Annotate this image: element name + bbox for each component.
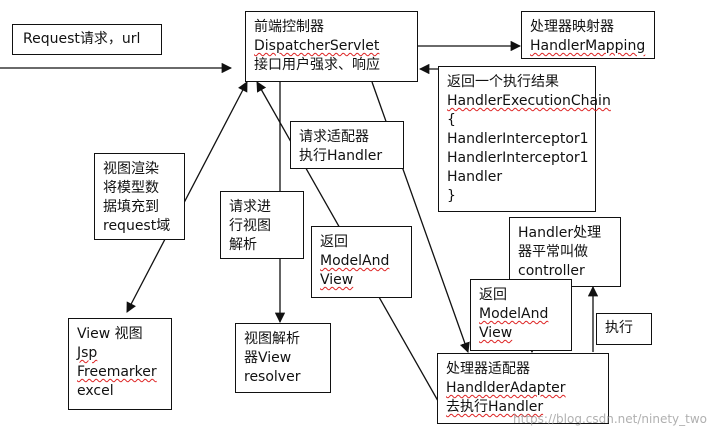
resolver-line1: 视图解析 bbox=[244, 331, 300, 347]
return-mv1-line3: View bbox=[320, 272, 354, 288]
adapter-desc: 去执行Handler bbox=[446, 399, 544, 415]
execute-box: 执行 bbox=[596, 313, 652, 345]
handler-adapter-box: 处理器适配器 HandlderAdapter 去执行Handler bbox=[437, 353, 609, 424]
handler-line1: Handler处理 bbox=[518, 225, 602, 241]
request-box: Request请求，url bbox=[12, 24, 162, 55]
adapter-request-box: 请求适配器 执行Handler bbox=[290, 121, 404, 169]
arrow-dispatcher-to-view bbox=[126, 81, 248, 313]
adapter-title: 处理器适配器 bbox=[446, 361, 530, 377]
return-mv1-line1: 返回 bbox=[320, 234, 348, 250]
view-line3: Freemarker bbox=[77, 364, 157, 380]
return-mv2-line3: View bbox=[479, 325, 513, 341]
execute-label: 执行 bbox=[605, 320, 633, 336]
adapter-request-line1: 请求适配器 bbox=[299, 129, 369, 145]
dispatcher-title: 前端控制器 bbox=[254, 19, 324, 35]
return-mv1-line2: ModelAnd bbox=[320, 253, 390, 269]
request-label: Request请求，url bbox=[23, 31, 141, 47]
return-modelandview-box-2: 返回 ModelAnd View bbox=[470, 279, 572, 351]
chain-class: HandlerExecutionChain bbox=[447, 93, 611, 109]
view-line1: View 视图 bbox=[77, 326, 143, 342]
mapping-title: 处理器映射器 bbox=[530, 19, 614, 35]
resolve-request-line1: 请求进 bbox=[229, 199, 271, 215]
render-line3: 据填充到 bbox=[103, 199, 159, 215]
render-line4: request域 bbox=[103, 218, 171, 234]
execution-chain-box: 返回一个执行结果 HandlerExecutionChain { Handler… bbox=[438, 66, 611, 212]
view-line2: Jsp bbox=[77, 345, 98, 361]
view-box: View 视图 Jsp Freemarker excel bbox=[68, 318, 172, 410]
mapping-class: HandlerMapping bbox=[530, 38, 646, 54]
adapter-class: HandlderAdapter bbox=[446, 380, 566, 396]
resolver-line3: resolver bbox=[244, 369, 301, 385]
watermark: https://blog.csdn.net/ninety_two bbox=[513, 412, 707, 426]
render-line2: 将模型数 bbox=[103, 180, 159, 196]
chain-open-brace: { bbox=[447, 112, 456, 128]
resolve-request-line2: 行视图 bbox=[229, 218, 271, 234]
dispatcher-desc: 接口用户强求、响应 bbox=[254, 57, 380, 73]
return-mv2-line1: 返回 bbox=[479, 287, 507, 303]
render-box: 视图渲染 将模型数 据填充到 request域 bbox=[94, 153, 185, 240]
view-resolver-box: 视图解析 器View resolver bbox=[235, 323, 331, 393]
chain-close-brace: } bbox=[447, 188, 456, 204]
adapter-request-line2: 执行Handler bbox=[299, 148, 383, 164]
dispatcher-box: 前端控制器 DispatcherServlet 接口用户强求、响应 bbox=[245, 11, 418, 82]
chain-interceptor-2: HandlerInterceptor1 bbox=[447, 150, 589, 166]
render-line1: 视图渲染 bbox=[103, 161, 159, 177]
resolve-request-line3: 解析 bbox=[229, 237, 257, 253]
return-modelandview-box-1: 返回 ModelAnd View bbox=[311, 226, 412, 298]
mapping-box: 处理器映射器 HandlerMapping bbox=[521, 11, 655, 59]
dispatcher-class: DispatcherServlet bbox=[254, 38, 380, 54]
return-mv2-line2: ModelAnd bbox=[479, 306, 549, 322]
handler-line2: 器平常叫做 bbox=[518, 244, 588, 260]
chain-handler: Handler bbox=[447, 169, 503, 185]
view-line4: excel bbox=[77, 383, 114, 399]
handler-line3: controller bbox=[518, 263, 585, 279]
chain-title: 返回一个执行结果 bbox=[447, 74, 559, 90]
handler-box: Handler处理 器平常叫做 controller bbox=[509, 217, 621, 287]
resolver-line2: 器View bbox=[244, 350, 292, 366]
resolve-request-box: 请求进 行视图 解析 bbox=[220, 191, 304, 259]
chain-interceptor-1: HandlerInterceptor1 bbox=[447, 131, 589, 147]
